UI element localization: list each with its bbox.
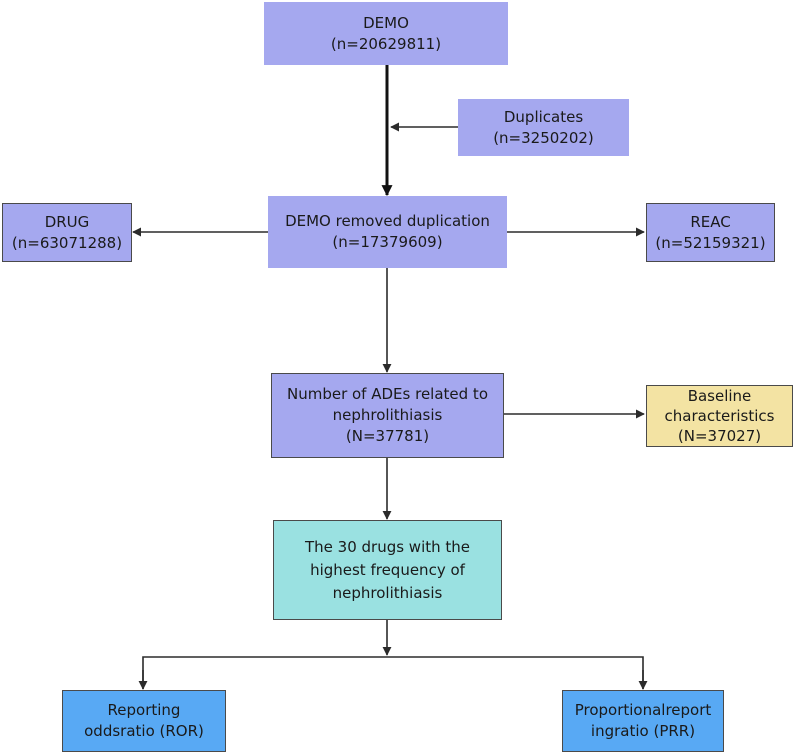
node-ror-line-2: oddsratio (ROR) (84, 722, 204, 740)
node-demo: DEMO (n=20629811) (264, 2, 508, 65)
node-prr-line-1: Proportionalreport (574, 701, 712, 719)
node-ror-line-1: Reporting (107, 701, 181, 719)
node-drug-line-1: DRUG (44, 212, 90, 231)
split-branch-line (142, 656, 644, 689)
node-drug-line-2: (n=63071288) (11, 233, 123, 252)
node-baseline: Baseline characteristics (N=37027) (646, 385, 793, 447)
node-ror: Reporting oddsratio (ROR) (62, 690, 226, 752)
node-top30-line-3: nephrolithiasis (332, 583, 443, 602)
node-drug: DRUG (n=63071288) (2, 203, 132, 262)
node-top30-line-2: highest frequency of (310, 560, 465, 579)
node-demo-line-1: DEMO (363, 13, 409, 32)
node-baseline-line-1: Baseline (687, 387, 752, 405)
node-demo-removed-line-1: DEMO removed duplication (285, 212, 490, 230)
node-reac: REAC (n=52159321) (646, 203, 775, 262)
node-ades-line-3: (N=37781) (345, 427, 430, 445)
node-baseline-line-3: (N=37027) (677, 427, 762, 445)
node-top30: The 30 drugs with the highest frequency … (273, 520, 502, 620)
node-ades-line-1: Number of ADEs related to (286, 385, 488, 403)
node-ades: Number of ADEs related to nephrolithiasi… (271, 373, 504, 458)
node-reac-line-1: REAC (690, 212, 731, 231)
node-reac-line-2: (n=52159321) (655, 233, 766, 252)
node-duplicates-line-1: Duplicates (503, 107, 584, 126)
node-duplicates-line-2: (n=3250202) (493, 128, 594, 147)
node-ades-line-2: nephrolithiasis (332, 406, 443, 424)
node-prr-line-2: ingratio (PRR) (590, 722, 696, 740)
node-baseline-line-2: characteristics (664, 407, 775, 425)
node-demo-line-2: (n=20629811) (330, 34, 442, 53)
node-duplicates: Duplicates (n=3250202) (458, 99, 629, 156)
node-demo-removed: DEMO removed duplication (n=17379609) (268, 196, 507, 268)
node-top30-line-1: The 30 drugs with the (304, 537, 471, 556)
node-demo-removed-line-2: (n=17379609) (332, 233, 443, 251)
node-prr: Proportionalreport ingratio (PRR) (562, 690, 724, 752)
